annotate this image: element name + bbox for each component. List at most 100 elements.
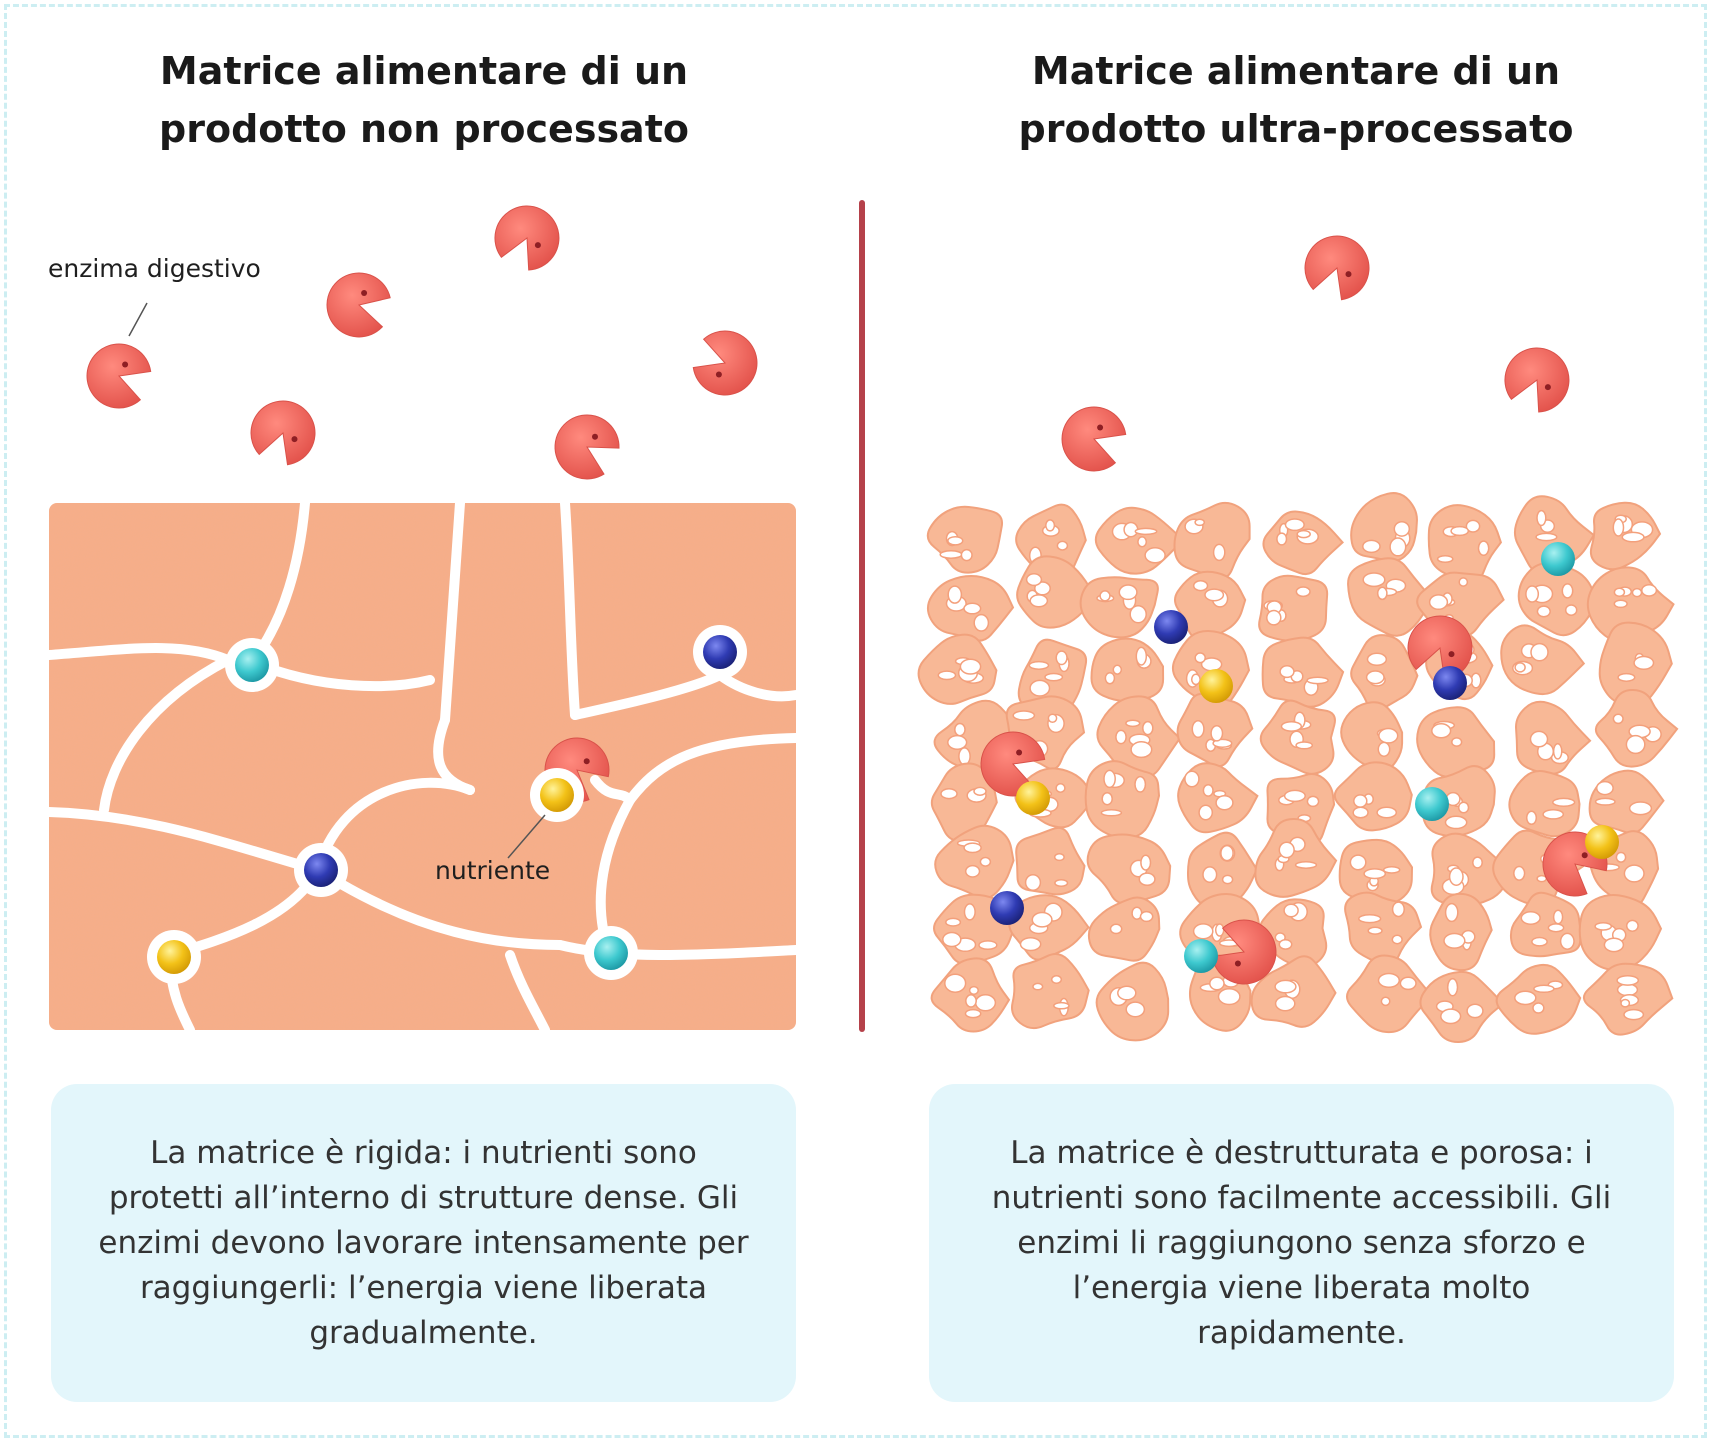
- left-title: Matrice alimentare di un prodotto non pr…: [44, 42, 804, 158]
- porous-fragment: [1259, 699, 1336, 775]
- porous-fragment: [1258, 574, 1329, 642]
- enzyme-icon: [1407, 615, 1473, 681]
- porous-fragment: [1186, 831, 1258, 910]
- porous-fragment: [1586, 566, 1675, 643]
- porous-fragment: [1515, 700, 1592, 775]
- nutrient-yellow-icon: [1199, 669, 1233, 703]
- right-title-line2: prodotto ultra-processato: [1018, 107, 1574, 151]
- enzyme-icon: [980, 731, 1046, 797]
- right-description-box: La matrice è destrutturata e porosa: i n…: [929, 1084, 1674, 1402]
- enzyme-body: [250, 400, 316, 466]
- nutrient-blue-icon: [1433, 666, 1467, 700]
- enzyme-eye: [122, 361, 129, 368]
- porous-fragment: [1011, 953, 1090, 1030]
- porous-fragment: [1594, 688, 1679, 768]
- porous-fragment: [1016, 555, 1097, 629]
- porous-fragment: [1094, 506, 1185, 575]
- porous-fragment: [1084, 760, 1161, 839]
- nutrient-yellow-icon: [157, 940, 191, 974]
- enzyme-icon: [692, 330, 758, 396]
- enzyme-eye: [1345, 271, 1352, 278]
- enzyme-eye: [1448, 651, 1455, 658]
- porous-fragment: [934, 824, 1015, 900]
- porous-fragment: [926, 574, 1015, 642]
- nutrient-blue-icon: [1154, 610, 1188, 644]
- porous-fragment: [1517, 562, 1599, 637]
- left-description-box: La matrice è rigida: i nutrienti sono pr…: [51, 1084, 796, 1402]
- panel-divider: [859, 200, 865, 1032]
- nutrient-cyan-icon: [594, 936, 628, 970]
- porous-fragment: [1086, 833, 1172, 905]
- nutrient-yellow-icon: [1016, 781, 1050, 815]
- porous-fragment: [1495, 963, 1582, 1035]
- enzyme-body: [1211, 919, 1277, 985]
- enzyme-body: [494, 205, 560, 271]
- enzyme-label-leader: [128, 302, 148, 337]
- enzyme-eye: [1581, 852, 1588, 859]
- porous-fragment: [1090, 637, 1165, 703]
- dense-matrix: [44, 498, 801, 1035]
- enzyme-icon: [86, 343, 152, 409]
- porous-fragment: [1589, 501, 1662, 571]
- enzyme-eye: [361, 290, 368, 296]
- porous-fragment: [1340, 701, 1404, 773]
- enzyme-eye: [1544, 384, 1551, 391]
- enzyme-eye: [1234, 960, 1241, 967]
- porous-fragment: [1429, 892, 1493, 972]
- enzyme-eye: [291, 436, 298, 443]
- porous-fragment: [1254, 817, 1338, 898]
- enzyme-body: [692, 330, 758, 396]
- enzyme-eye: [592, 433, 598, 440]
- left-title-line1: Matrice alimentare di un: [159, 49, 689, 93]
- porous-fragment: [1427, 504, 1503, 584]
- enzyme-icon: [1211, 919, 1277, 985]
- right-description: La matrice è destrutturata e porosa: i n…: [991, 1134, 1612, 1351]
- nutrient-blue-icon: [304, 853, 338, 887]
- enzyme-icon: [494, 205, 560, 271]
- enzyme-label: enzima digestivo: [48, 254, 261, 283]
- nutrient-yellow-icon: [1585, 825, 1619, 859]
- porous-fragment: [1582, 962, 1674, 1036]
- enzyme-icon: [250, 400, 316, 466]
- porous-fragment: [1346, 954, 1434, 1034]
- porous-fragment: [1333, 761, 1413, 832]
- porous-fragment: [1005, 695, 1086, 770]
- enzyme-body: [1061, 406, 1127, 472]
- enzyme-body: [554, 414, 620, 480]
- enzyme-eye: [583, 758, 590, 765]
- porous-fragment: [917, 633, 998, 705]
- enzyme-eye: [1097, 424, 1104, 431]
- porous-fragment: [1598, 621, 1673, 707]
- porous-fragment: [1578, 893, 1663, 971]
- enzyme-eye: [1016, 749, 1023, 756]
- porous-fragment: [1173, 501, 1251, 580]
- porous-fragment: [1261, 636, 1345, 708]
- enzyme-body: [326, 272, 391, 338]
- enzyme-eye: [715, 371, 722, 378]
- porous-fragment: [1416, 706, 1496, 778]
- porous-fragment: [1350, 492, 1418, 563]
- porous-fragment: [1588, 769, 1665, 835]
- enzyme-eye: [534, 242, 541, 249]
- porous-fragment: [1430, 832, 1513, 908]
- nutrient-blue-icon: [990, 891, 1024, 925]
- porous-fragment: [1176, 692, 1254, 768]
- porous-fragment: [1262, 510, 1345, 576]
- porous-fragment: [1079, 576, 1159, 639]
- enzyme-body: [1304, 235, 1370, 301]
- enzyme-icon: [1504, 347, 1570, 413]
- left-title-line2: prodotto non processato: [159, 107, 689, 151]
- porous-fragment: [1338, 838, 1414, 906]
- enzyme-icon: [554, 414, 620, 480]
- porous-fragment: [1347, 557, 1433, 637]
- porous-fragment: [1174, 570, 1247, 641]
- porous-fragment: [926, 505, 1004, 574]
- enzyme-icon: [1061, 406, 1127, 472]
- porous-fragment: [1500, 624, 1586, 696]
- left-description: La matrice è rigida: i nutrienti sono pr…: [98, 1134, 749, 1351]
- porous-fragment: [930, 957, 1011, 1033]
- enzyme-body: [1407, 615, 1473, 681]
- porous-fragment: [1513, 495, 1596, 574]
- enzyme-icon: [1304, 235, 1370, 301]
- nutrient-cyan-icon: [1541, 542, 1575, 576]
